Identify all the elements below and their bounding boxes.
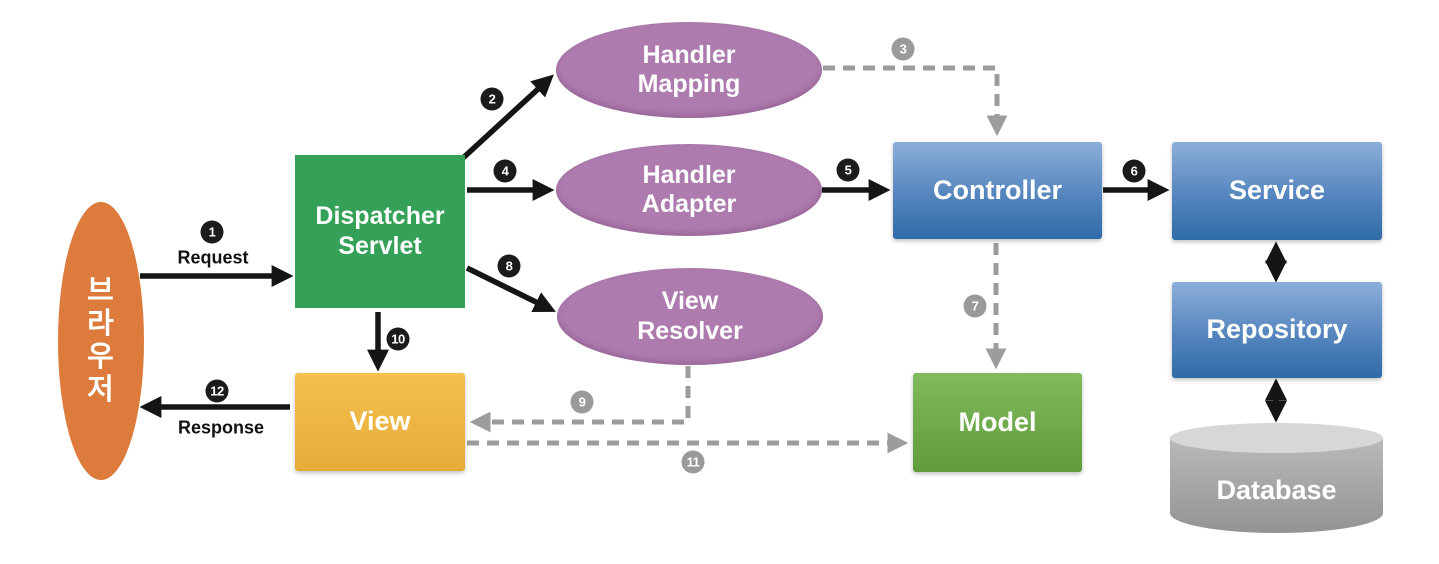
controller-label: Controller [932, 174, 1062, 205]
step-badge-10: 10 [386, 327, 410, 351]
response-label: Response [177, 417, 265, 438]
handler-mapping-label: Handler Mapping [637, 40, 741, 99]
step-badge-3: 3 [891, 37, 915, 61]
step-badge-8: 8 [497, 254, 521, 278]
step-badge-7: 7 [963, 294, 987, 318]
node-controller: Controller [893, 142, 1102, 239]
step-badge-5: 5 [836, 158, 860, 182]
view-resolver-label: View Resolver [637, 287, 743, 345]
arrow-step-3-mapping-to-controller [823, 65, 1008, 137]
node-browser: 브 라 우 저 [58, 202, 144, 480]
arrow-step-8-to-view-resolver [465, 265, 556, 313]
node-dispatcher-servlet: Dispatcher Servlet [295, 155, 465, 308]
browser-label: 브 라 우 저 [87, 274, 115, 407]
step-badge-6: 6 [1122, 159, 1146, 183]
node-repository: Repository [1172, 282, 1382, 378]
view-label: View [349, 406, 411, 437]
service-label: Service [1228, 175, 1326, 206]
request-label: Request [177, 247, 249, 268]
node-handler-adapter: Handler Adapter [556, 144, 822, 236]
node-view-resolver: View Resolver [557, 268, 823, 365]
node-handler-mapping: Handler Mapping [556, 22, 822, 118]
step-badge-2: 2 [480, 87, 504, 111]
database-cylinder-body: Database [1170, 438, 1383, 533]
step-badge-12: 12 [205, 379, 229, 403]
node-service: Service [1172, 142, 1382, 240]
node-view: View [295, 373, 465, 471]
database-cylinder-top [1170, 423, 1383, 453]
step-badge-9: 9 [570, 390, 594, 414]
database-label: Database [1216, 475, 1337, 505]
step-badge-11: 11 [681, 450, 705, 474]
arrow-step-2-to-handler-mapping [461, 74, 554, 161]
model-label: Model [958, 406, 1037, 437]
node-database: Database [1170, 423, 1383, 533]
node-model: Model [913, 373, 1082, 472]
dispatcher-servlet-label: Dispatcher Servlet [315, 202, 445, 260]
handler-adapter-label: Handler Adapter [641, 160, 737, 219]
repository-label: Repository [1206, 314, 1348, 345]
step-badge-1: 1 [200, 220, 224, 244]
step-badge-4: 4 [493, 159, 517, 183]
